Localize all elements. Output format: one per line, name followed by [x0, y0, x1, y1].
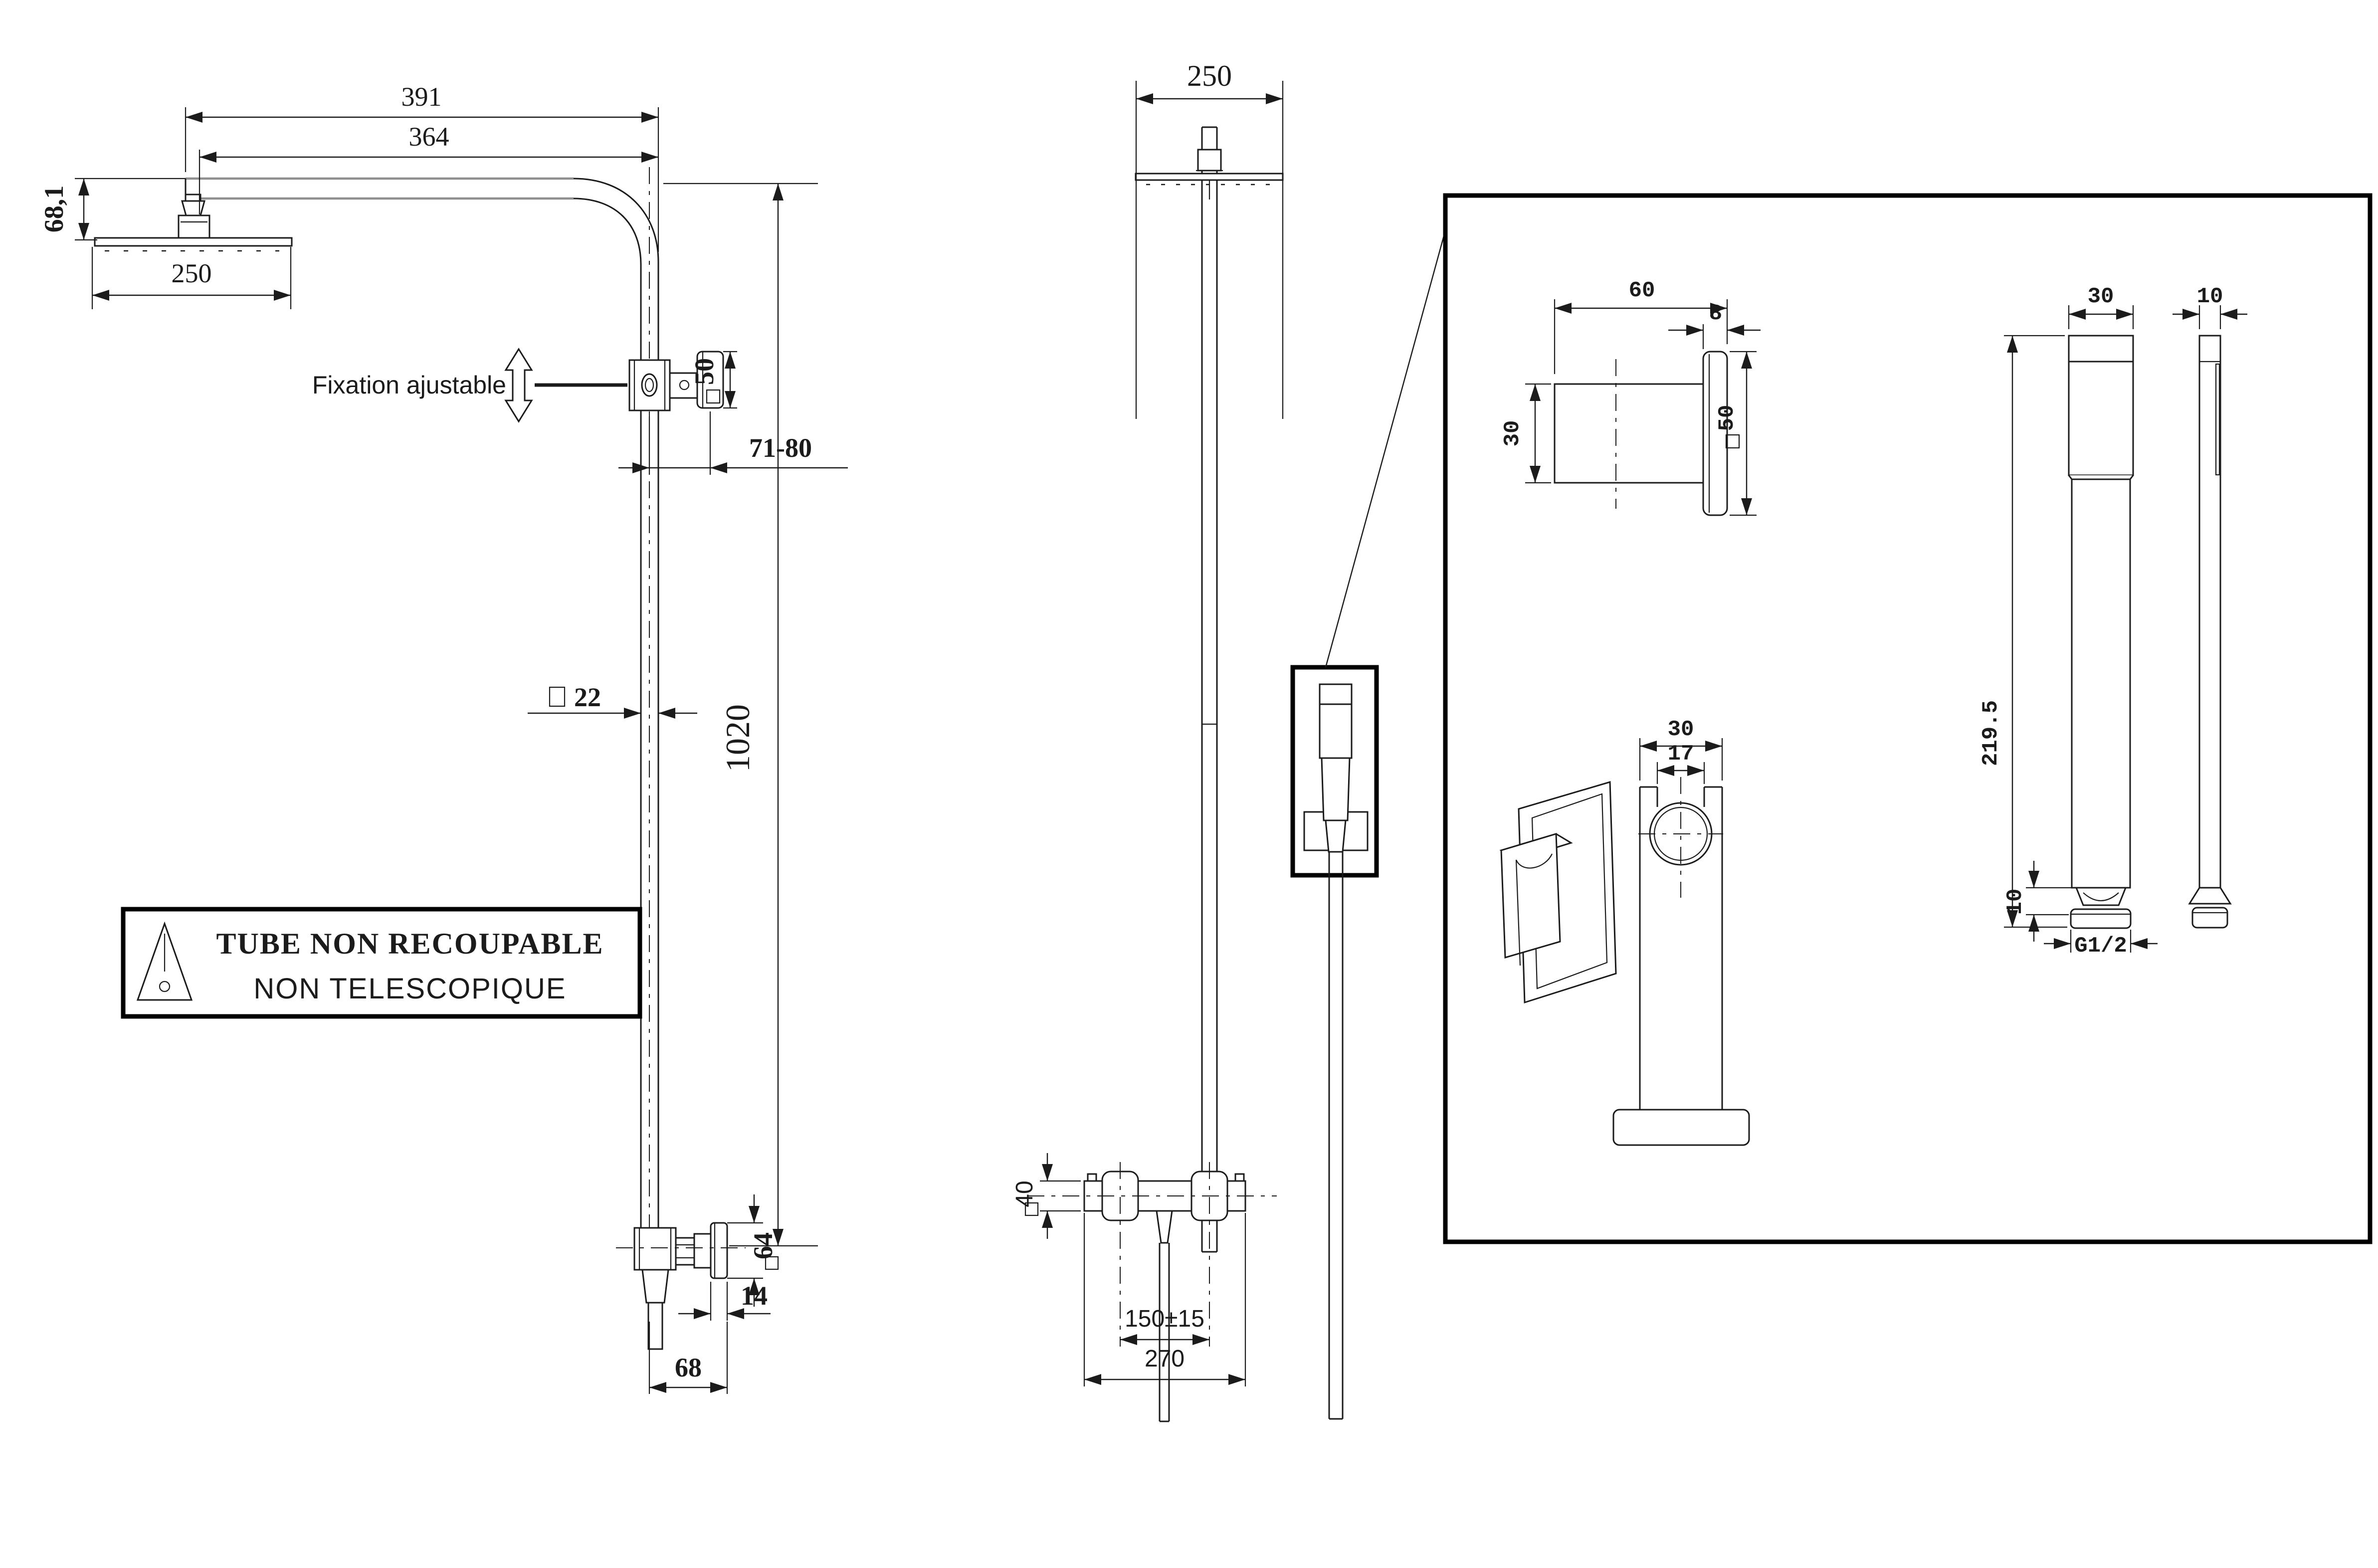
dim-tube-section: 22 [528, 682, 697, 719]
dim-30-outlet-label: 30 [1500, 420, 1525, 447]
dim-wall-range: 71-80 [618, 411, 848, 475]
dim-71-80-label: 71-80 [749, 433, 812, 463]
mixer-bar [1027, 1162, 1277, 1422]
wall-fixation: Fixation ajustable [312, 348, 724, 423]
front-view: 250 [1011, 59, 1446, 1422]
bottom-valve [616, 1222, 746, 1350]
dim-64-label: 64 [748, 1232, 778, 1259]
dim-8-label: 8 [1709, 301, 1722, 326]
square-section-symbol [706, 389, 721, 404]
dim-17-label: 17 [1668, 742, 1694, 767]
dim-250-left-label: 250 [172, 258, 212, 288]
dim-150-15-label: 150±15 [1125, 1306, 1204, 1332]
dim-14-label: 14 [741, 1281, 768, 1311]
dim-head-width-front: 250 [1135, 59, 1284, 419]
wall-plate [696, 351, 724, 409]
dim-valve-depth: 68 [648, 1322, 728, 1394]
adjustable-arrow-icon [504, 348, 533, 423]
hose [1328, 852, 1344, 1420]
dim-250-front-label: 250 [1187, 59, 1232, 92]
holder-isometric [1499, 781, 1617, 1004]
overhead-shower-side [94, 194, 293, 252]
dim-219-5-label: 219.5 [1979, 700, 2003, 766]
dim-column-height: 1020 [663, 183, 818, 1247]
valve-handle [710, 1222, 728, 1279]
dim-inlet-spacing: 150±15 [1120, 1306, 1209, 1345]
handshower-callout [1290, 230, 1446, 1420]
handshower-side: 10 [2173, 284, 2247, 929]
dim-head-width-left: 250 [91, 247, 292, 309]
dim-overall-width: 391 [185, 82, 659, 252]
dim-30-holder-label: 30 [1668, 717, 1694, 742]
handle-mini [1321, 757, 1351, 821]
square-section-symbol [765, 1256, 779, 1270]
warning-box: TUBE NON RECOUPABLE NON TELESCOPIQUE [121, 907, 642, 1019]
fixation-label: Fixation ajustable [312, 371, 506, 399]
dim-10-side-label: 10 [2197, 284, 2223, 309]
dim-1020-label: 1020 [719, 704, 757, 772]
screw-icon [679, 380, 690, 391]
dim-60-label: 60 [1629, 278, 1655, 303]
dim-10-nut-label: 10 [2003, 889, 2028, 915]
detail-box-border [1443, 193, 2373, 1244]
dim-handle-height: 64 [727, 1194, 779, 1307]
dim-overall-width-front: 270 [1083, 1213, 1246, 1386]
square-section-symbol [1024, 1202, 1039, 1216]
detail-leader-line [1325, 230, 1446, 668]
dim-50-label: 50 [689, 358, 719, 385]
dim-68-label: 68 [675, 1353, 702, 1382]
dim-arm-length: 364 [198, 122, 658, 214]
dim-364-label: 364 [409, 122, 449, 152]
left-view: 391 364 68,1 250 Fixation ajustable [39, 82, 848, 1394]
dim-270-label: 270 [1145, 1346, 1185, 1372]
hose-center [1159, 1243, 1170, 1422]
dim-391-label: 391 [401, 82, 442, 112]
holder-front: 30 17 [1612, 717, 1750, 1146]
shower-arm-and-column [185, 167, 659, 1317]
wall-outlet-side: 60 8 30 50 [1500, 278, 1761, 516]
detail-view: 60 8 30 50 [1443, 193, 2373, 1244]
dim-body-height: 40 [1011, 1153, 1081, 1239]
dim-g12-label: G1/2 [2074, 934, 2127, 959]
dim-68-1-label: 68,1 [39, 186, 69, 233]
warning-triangle-icon [136, 921, 193, 1001]
handshower-front: 30 219.5 10 G1/2 [1979, 284, 2158, 959]
dim-head-drop: 68,1 [39, 178, 186, 241]
warning-text-1: TUBE NON RECOUPABLE [216, 927, 604, 960]
dim-bracket-size: 50 [689, 351, 737, 409]
dim-50-outlet-label: 50 [1715, 405, 1740, 431]
square-section-symbol [549, 686, 566, 707]
spray-strip [2215, 363, 2220, 476]
warning-text-2: NON TELESCOPIQUE [253, 973, 566, 1005]
square-section-symbol [1725, 434, 1740, 449]
dim-22-label: 22 [574, 682, 601, 712]
dim-handle-thickness: 14 [678, 1281, 771, 1321]
dim-30-handshower-label: 30 [2088, 284, 2114, 309]
